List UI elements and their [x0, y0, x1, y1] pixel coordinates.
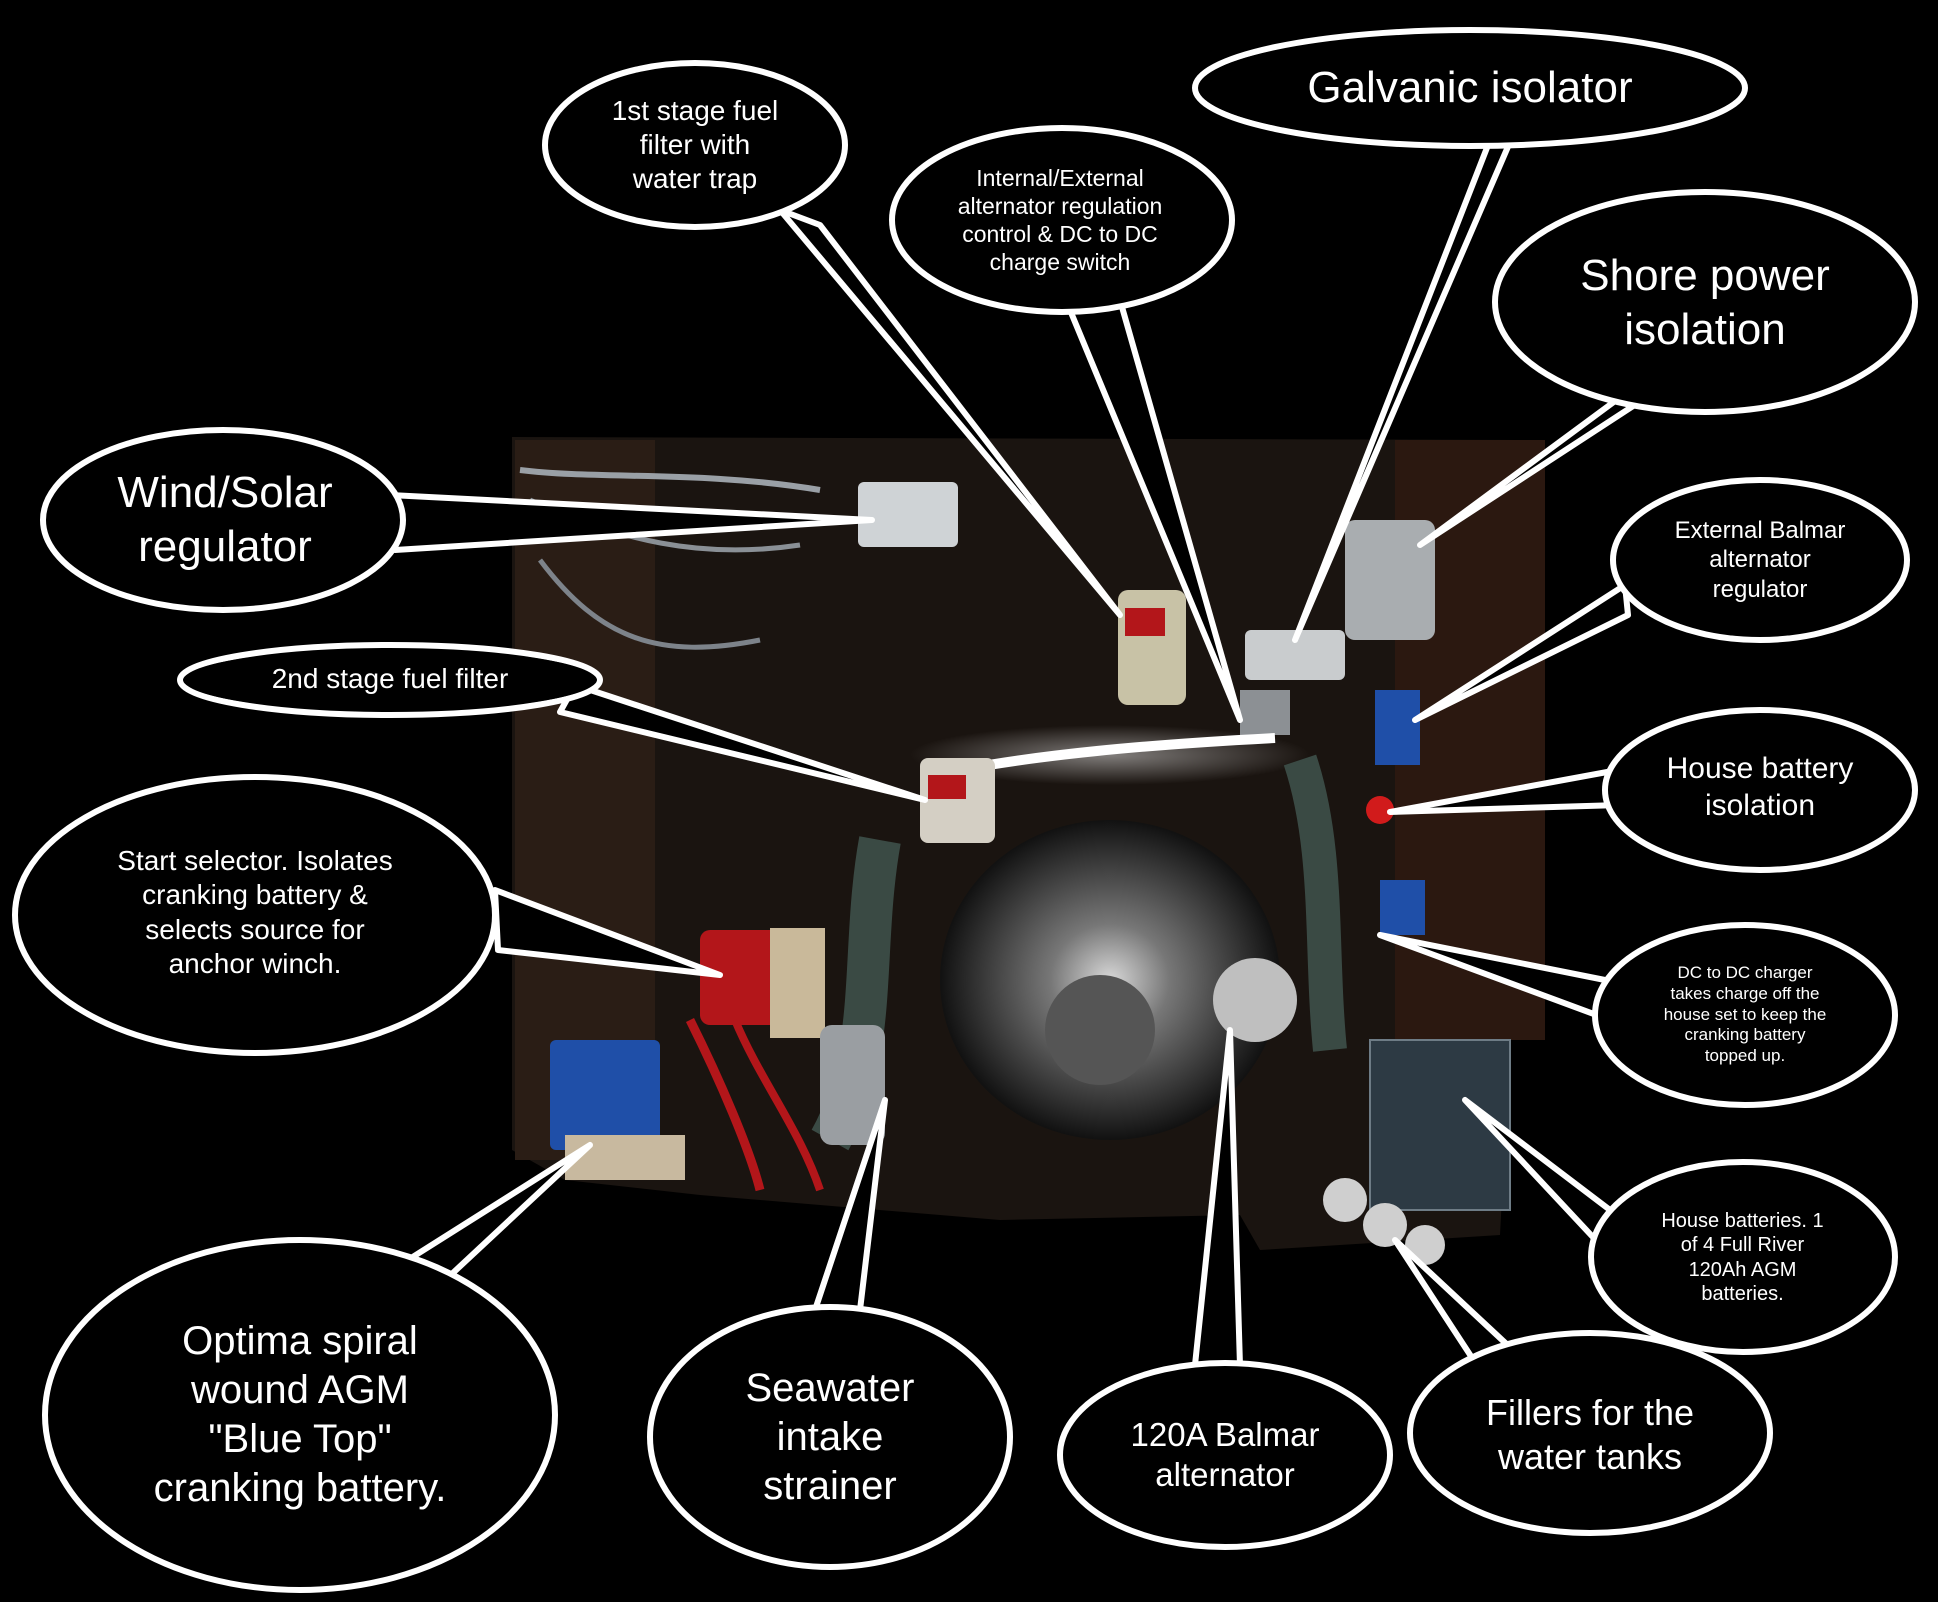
bubble-shore-power-fill — [1499, 196, 1911, 408]
bubble-seawater — [647, 1097, 1013, 1570]
water-filler — [1363, 1203, 1407, 1247]
galvanic-isolator-box — [1245, 630, 1345, 680]
bubble-alternator-fill — [1064, 1367, 1386, 1543]
dc-dc-charger-board — [1380, 880, 1425, 935]
bubble-wind-solar-tail — [387, 492, 875, 553]
wire-bundle — [538, 558, 761, 650]
bubble-dc-dc-fill — [1599, 929, 1891, 1101]
bubble-start-selector — [12, 774, 723, 1056]
bubble-house-isolation-tail — [1387, 767, 1623, 815]
engine-pulley — [1045, 975, 1155, 1085]
bubble-alternator-tail — [1192, 1027, 1243, 1369]
bubble-seawater-tail — [812, 1097, 888, 1313]
bubble-house-batteries-fill — [1595, 1166, 1891, 1348]
bubble-alt-switch — [889, 125, 1243, 723]
bubble-fuel-filter-1 — [542, 60, 1123, 618]
bubble-shore-power-tail — [1417, 387, 1653, 548]
start-selector — [700, 930, 785, 1025]
bubble-optima-fill — [49, 1244, 551, 1586]
seawater-strainer — [820, 1025, 885, 1145]
start-selector-mount — [770, 928, 825, 1038]
wire-bundle — [519, 467, 821, 493]
bubble-house-isolation-fill — [1609, 714, 1911, 866]
bubble-wind-solar-fill — [47, 434, 399, 606]
bubble-alt-switch-tail — [1067, 297, 1243, 723]
bubble-balmar-regulator-tail — [1412, 582, 1631, 723]
bubble-optima — [42, 1142, 593, 1593]
bubble-fuel-filter-1-fill — [549, 67, 841, 223]
bubble-start-selector-tail — [492, 887, 723, 978]
cranking-battery-tray — [565, 1135, 685, 1180]
alternator-body — [1213, 958, 1297, 1042]
red-cable — [731, 1018, 824, 1192]
bubble-balmar-regulator-fill — [1617, 484, 1903, 636]
bubble-house-isolation — [1387, 707, 1918, 873]
wind-solar-regulator-box — [858, 482, 958, 547]
bubble-start-selector-fill — [19, 781, 491, 1049]
bubble-dc-dc-tail — [1377, 932, 1613, 1023]
bubble-fuel-filter-1-tail — [777, 207, 1123, 618]
bubble-fillers — [1392, 1237, 1773, 1536]
bubble-house-batteries-tail — [1462, 1097, 1613, 1253]
bubble-galvanic — [1192, 27, 1748, 643]
fuel-filter-2-label — [928, 775, 966, 799]
bubble-fuel-filter-2 — [177, 642, 928, 803]
bubble-fuel-filter-2-tail — [557, 682, 928, 803]
shore-power-box — [1345, 520, 1435, 640]
bubble-balmar-regulator — [1412, 477, 1910, 723]
balmar-regulator-board — [1375, 690, 1420, 765]
bubble-dc-dc — [1377, 922, 1898, 1108]
dc-switch-box — [1240, 690, 1290, 735]
red-cable — [685, 1017, 765, 1192]
bubble-alternator — [1057, 1027, 1393, 1550]
coolant-hose — [1283, 754, 1347, 1052]
fuel-filter-1-label — [1125, 608, 1165, 636]
bubble-seawater-fill — [654, 1311, 1006, 1563]
bubble-fuel-filter-2-fill — [184, 649, 596, 711]
cranking-battery — [550, 1040, 660, 1150]
bubble-galvanic-tail — [1292, 137, 1513, 643]
house-isolation-switch — [1366, 796, 1394, 824]
bubble-shore-power — [1417, 189, 1918, 548]
bubble-galvanic-fill — [1199, 34, 1741, 142]
led-glow — [910, 725, 1310, 785]
water-filler — [1323, 1178, 1367, 1222]
bubble-wind-solar — [40, 427, 875, 613]
bubble-fillers-fill — [1414, 1337, 1766, 1529]
bubble-house-batteries — [1462, 1097, 1898, 1355]
bubble-alt-switch-fill — [896, 132, 1228, 308]
